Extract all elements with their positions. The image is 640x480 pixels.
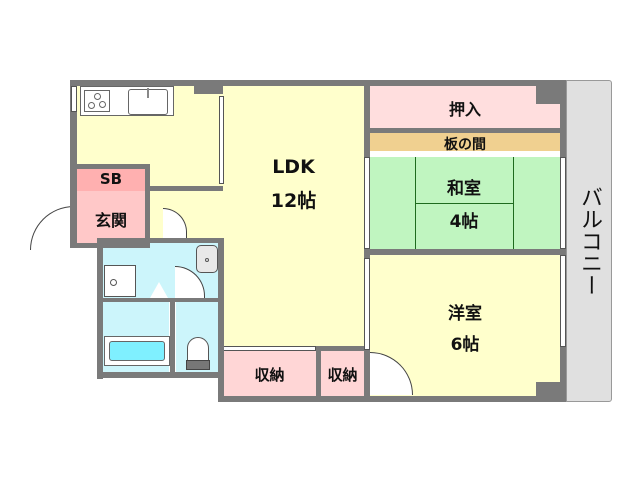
ldk-name: LDK: [272, 156, 315, 178]
washitsu-name: 和室: [447, 179, 481, 199]
wall-wet-bottom: [97, 372, 224, 378]
stove-icon: [84, 90, 110, 112]
washing-machine-icon: [104, 265, 136, 297]
entrance-label: 玄関: [94, 211, 127, 230]
wall-washitsu-bottom: [370, 249, 560, 255]
entrance-door[interactable]: [30, 206, 74, 250]
wall-storage-divider: [316, 346, 321, 396]
wall-storage2-top: [316, 346, 364, 351]
ldk-washitsu-sliding-door[interactable]: [364, 157, 370, 249]
wall-wet-top: [97, 238, 223, 243]
youshitsu-balcony-window[interactable]: [560, 255, 566, 347]
bathtub-icon: [104, 336, 170, 366]
wall-entrance-bottom: [70, 243, 150, 248]
toilet-tank-icon: [186, 360, 210, 370]
wall-kitchen-bottom: [145, 186, 223, 191]
bath-door[interactable]: [150, 282, 168, 298]
entrance: 玄関: [77, 191, 145, 246]
kitchen-window[interactable]: [71, 86, 77, 112]
washitsu-size: 4帖: [449, 212, 479, 232]
wall-wet-left: [97, 243, 103, 379]
storage-1-door[interactable]: [223, 346, 316, 351]
wall-corner-top-right: [536, 80, 566, 104]
balcony-label: バルコニー: [577, 186, 602, 296]
sb-label: SB: [99, 170, 123, 188]
wall-sb-right: [145, 164, 150, 246]
itanoma-label: 板の間: [444, 137, 486, 153]
sink-icon: [128, 88, 168, 115]
ldk-room: LDK 12帖: [223, 86, 364, 348]
ldk-youshitsu-sliding-door[interactable]: [364, 258, 370, 350]
itanoma: 板の間: [370, 133, 560, 153]
wall-kitchen-pillar: [194, 80, 223, 94]
storage-1-label: 収納: [254, 366, 285, 384]
wall-wet-right: [218, 238, 224, 402]
wall-top: [70, 80, 566, 86]
oshiire-label: 押入: [448, 100, 481, 119]
youshitsu-name: 洋室: [448, 304, 482, 324]
kitchen-partition[interactable]: [219, 96, 224, 184]
wash-basin-icon: [196, 245, 218, 273]
ldk-size: 12帖: [270, 190, 317, 212]
youshitsu-size: 6帖: [450, 335, 480, 355]
storage-2-label: 収納: [327, 366, 358, 384]
oshiire-closet: 押入: [370, 86, 560, 128]
wall-bath-top: [103, 298, 218, 302]
balcony: バルコニー: [566, 80, 612, 402]
wall-oshiire-bottom: [370, 128, 560, 133]
wall-bottom-right: [218, 396, 566, 402]
storage-2: 収納: [321, 351, 364, 396]
washitsu-balcony-window[interactable]: [560, 157, 566, 249]
storage-1: 収納: [223, 351, 316, 396]
shoe-box: SB: [77, 168, 145, 191]
wall-bath-toilet: [170, 298, 175, 372]
wall-sb-top: [70, 164, 150, 169]
washitsu: 和室 4帖: [370, 157, 560, 249]
wall-left-kitchen: [70, 80, 77, 246]
